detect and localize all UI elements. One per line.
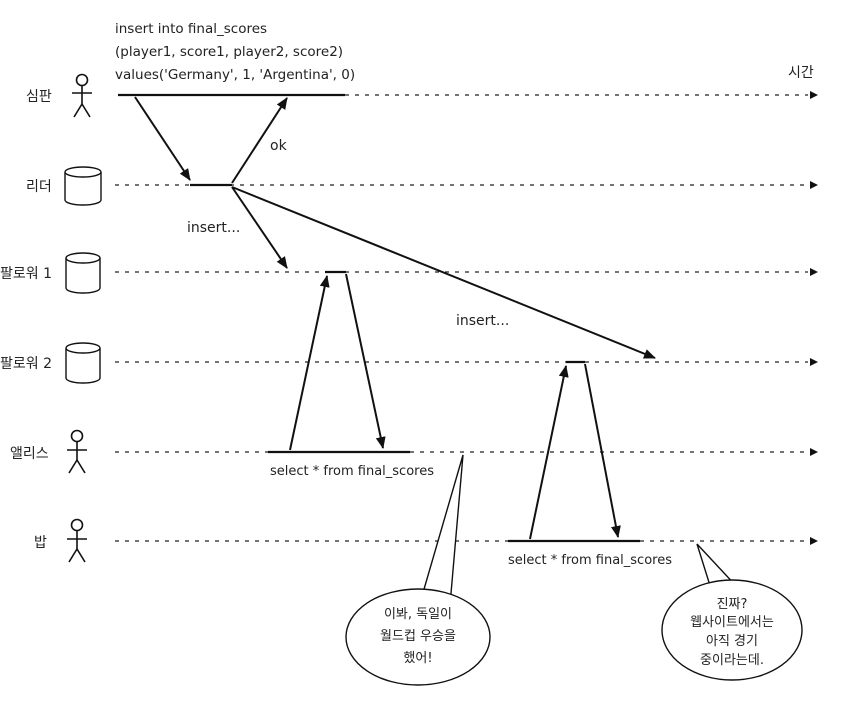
alice-bubble-line-1: 이봐, 독일이: [384, 607, 452, 622]
actor-label-bob: 밥: [34, 535, 47, 551]
person-icon: [67, 518, 87, 563]
time-label: 시간: [788, 65, 814, 81]
person-icon: [72, 73, 92, 118]
alice-bubble-line-3: 했어!: [403, 650, 432, 666]
query-line-1: insert into final_scores: [115, 21, 267, 37]
timeline-ends: [810, 91, 818, 545]
timeline-end-arrow: [810, 537, 818, 545]
alice-bubble-line-2: 월드컵 우승을: [380, 629, 456, 644]
person-icon: [67, 429, 87, 474]
bob-bubble-line-2: 웹사이트에서는: [690, 615, 774, 630]
bob-query-label: select * from final_scores: [508, 553, 672, 568]
timeline-end-arrow: [810, 448, 818, 456]
query-line-3: values('Germany', 1, 'Argentina', 0): [115, 67, 355, 83]
bob-speech-bubble: 진짜? 웹사이트에서는 아직 경기 중이라는데.: [661, 543, 803, 681]
timelines: [115, 94, 808, 542]
insert-label-follower1: insert...: [187, 220, 240, 236]
insert-request-arrow: [134, 96, 191, 181]
replicate-to-follower1-arrow: [231, 186, 288, 269]
alice-result-arrow: [345, 273, 386, 449]
query-line-2: (player1, score1, player2, score2): [115, 44, 343, 60]
bob-result-arrow: [584, 363, 621, 538]
timeline-end-arrow: [810, 268, 818, 276]
replicate-to-follower2-arrow: [231, 186, 656, 359]
actor-label-referee: 심판: [26, 89, 52, 105]
actor-label-alice: 앨리스: [10, 446, 49, 462]
database-icon: [65, 342, 101, 384]
ok-response-arrow: [231, 97, 288, 184]
alice-query-label: select * from final_scores: [270, 464, 434, 479]
alice-speech-bubble: 이봐, 독일이 월드컵 우승을 했어!: [345, 454, 491, 686]
ok-label: ok: [270, 138, 288, 154]
actor-label-follower2: 팔로워 2: [0, 356, 52, 372]
bob-bubble-line-1: 진짜?: [717, 597, 748, 612]
timeline-end-arrow: [810, 358, 818, 366]
bob-bubble-line-4: 중이라는데.: [700, 653, 764, 668]
actor-label-follower1: 팔로워 1: [0, 266, 52, 282]
bob-select-arrow: [529, 365, 569, 540]
timeline-end-arrow: [810, 181, 818, 189]
database-icon: [64, 166, 102, 206]
timeline-end-arrow: [810, 91, 818, 99]
alice-select-arrow: [289, 275, 330, 451]
bob-bubble-line-3: 아직 경기: [706, 634, 758, 649]
insert-label-follower2: insert...: [456, 313, 509, 329]
actor-label-leader: 리더: [26, 179, 52, 195]
database-icon: [65, 252, 101, 294]
